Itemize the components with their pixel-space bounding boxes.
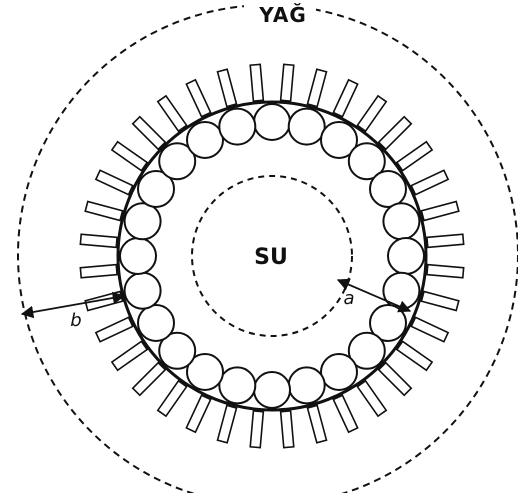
- surfactant-tail: [410, 169, 450, 196]
- title-backdrop: [244, 0, 316, 26]
- surfactant-head: [158, 142, 197, 181]
- surfactant-tail: [216, 404, 238, 444]
- surfactant-tail: [395, 340, 434, 372]
- radius-b-arrow: [20, 291, 126, 319]
- surfactant-head: [123, 202, 162, 241]
- surfactant-head: [382, 271, 421, 310]
- surfactant-head: [137, 170, 175, 208]
- surfactant-head: [186, 353, 224, 391]
- radius-a-arrow: [336, 278, 412, 313]
- surfactant-tail: [110, 140, 149, 172]
- surfactant-tail: [156, 379, 188, 418]
- surfactant-tail: [356, 379, 388, 418]
- surfactant-tail: [156, 94, 188, 133]
- surfactant-head: [158, 331, 197, 370]
- surfactant-head: [218, 366, 257, 405]
- surfactant-tail: [185, 78, 212, 118]
- surfactant-head: [320, 121, 358, 159]
- surfactant-tail: [410, 316, 450, 343]
- water-label: SU: [254, 245, 288, 270]
- surfactant-tail: [249, 63, 265, 102]
- surfactant-tail: [426, 263, 465, 279]
- surfactant-tail: [131, 361, 167, 397]
- surfactant-head: [218, 107, 257, 146]
- surfactant-head: [287, 366, 326, 405]
- surfactant-head: [186, 121, 224, 159]
- surfactant-head: [253, 371, 291, 409]
- surfactant-tail: [94, 169, 134, 196]
- surfactant-tail: [395, 140, 434, 172]
- radius-a-label: a: [343, 288, 354, 309]
- surfactant-tail: [420, 200, 460, 222]
- surfactant-head: [119, 237, 157, 275]
- surfactant-head: [347, 331, 386, 370]
- surfactant-tail: [249, 410, 265, 449]
- surfactant-head: [137, 304, 175, 342]
- surfactant-tail: [332, 78, 359, 118]
- surfactant-tail: [420, 290, 460, 312]
- surfactant-tail: [306, 68, 328, 108]
- surfactant-tail: [79, 263, 118, 279]
- radius-b-label: b: [70, 310, 81, 331]
- water-core-boundary: [191, 175, 353, 337]
- surfactant-heads: [119, 103, 425, 409]
- surfactant-tail: [79, 233, 118, 249]
- surfactant-tail: [377, 115, 413, 151]
- surfactant-tail: [185, 394, 212, 434]
- surfactant-tail: [377, 361, 413, 397]
- surfactant-head: [369, 170, 407, 208]
- surfactant-head: [287, 107, 326, 146]
- micelle-shell: [116, 100, 428, 412]
- oil-label: YAĞ: [258, 3, 306, 27]
- surfactant-head: [387, 237, 425, 275]
- surfactant-tail: [279, 410, 295, 449]
- surfactant-tail: [279, 63, 295, 102]
- surfactant-tail: [306, 404, 328, 444]
- surfactant-tails: [79, 63, 465, 449]
- surfactant-head: [382, 202, 421, 241]
- surfactant-tail: [94, 316, 134, 343]
- surfactant-tail: [426, 233, 465, 249]
- surfactant-head: [347, 142, 386, 181]
- surfactant-tail: [332, 394, 359, 434]
- surfactant-tail: [84, 200, 124, 222]
- surfactant-tail: [216, 68, 238, 108]
- surfactant-head: [320, 353, 358, 391]
- surfactant-head: [253, 103, 291, 141]
- surfactant-tail: [131, 115, 167, 151]
- surfactant-tail: [356, 94, 388, 133]
- surfactant-head: [123, 271, 162, 310]
- surfactant-tail: [110, 340, 149, 372]
